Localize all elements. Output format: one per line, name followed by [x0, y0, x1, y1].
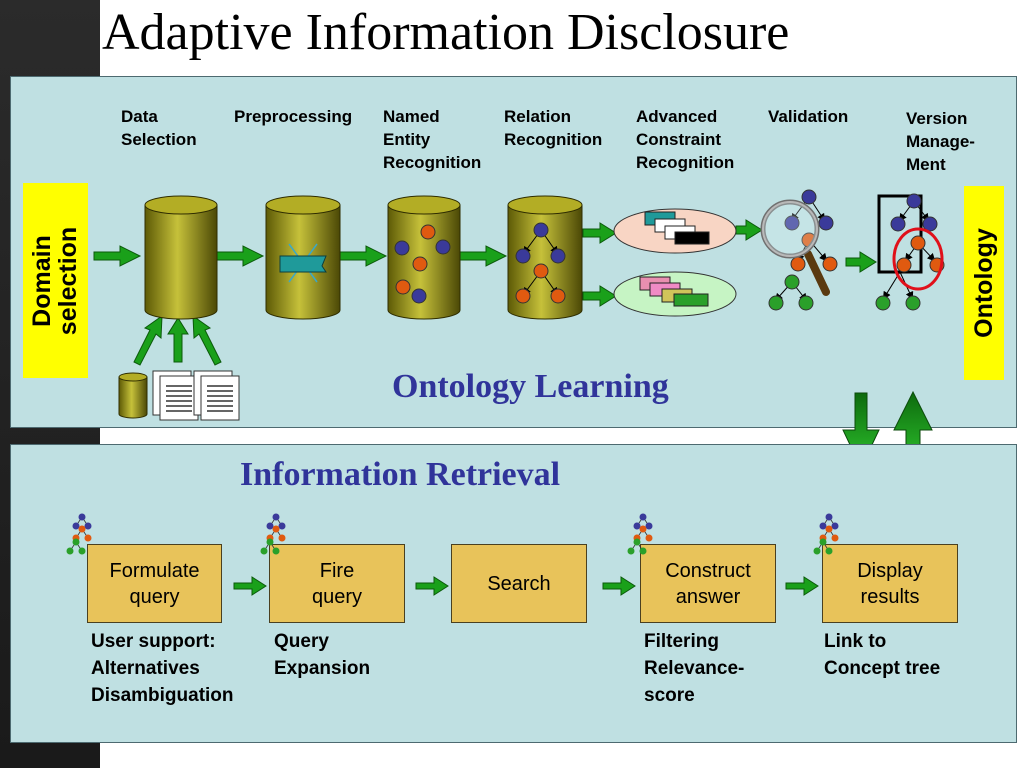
flow-arrow-icon [339, 245, 388, 267]
stage-label-advanced-constraint-recognition: Advanced Constraint Recognition [636, 107, 735, 172]
relation-cylinder-icon [507, 195, 583, 320]
constraint-cluster-icon [613, 271, 737, 317]
note-link-to-concept-tree: Link to Concept tree [824, 631, 941, 679]
named-entity-cylinder-icon [387, 195, 461, 320]
validation-tree-icon [768, 189, 838, 311]
concept-tree-icon [66, 513, 92, 555]
flow-arrow-icon [459, 245, 508, 267]
fire-query-box[interactable]: Fire query [269, 544, 405, 623]
concept-tree-icon [627, 513, 653, 555]
version-tree-icon [875, 193, 945, 311]
concept-tree-icon [260, 513, 286, 555]
stage-label-version-management: Version Manage- Ment [906, 109, 975, 174]
stage-label-data-selection: Data Selection [121, 107, 197, 149]
source-database-icon [118, 372, 148, 419]
domain-selection-bar: Domain selection [23, 183, 88, 378]
flow-arrow-icon [582, 222, 617, 244]
concept-tree-icon [813, 513, 839, 555]
flow-arrow-icon [216, 245, 265, 267]
magnifier-icon [760, 199, 830, 296]
flow-arrow-icon [93, 245, 142, 267]
document-stack-icon [193, 370, 240, 421]
note-user-support: User support: Alternatives Disambiguatio… [91, 631, 234, 706]
search-box[interactable]: Search [451, 544, 587, 623]
note-query-expansion: Query Expansion [274, 631, 371, 679]
note-filtering: Filtering Relevance- score [644, 631, 745, 706]
input-arrow-icon [133, 315, 163, 366]
formulate-query-box[interactable]: Formulate query [87, 544, 222, 623]
construct-answer-box[interactable]: Construct answer [640, 544, 776, 623]
information-retrieval-heading: Information Retrieval [240, 456, 561, 493]
flow-arrow-icon [785, 576, 819, 596]
flow-arrow-icon [415, 576, 449, 596]
stage-label-preprocessing: Preprocessing [234, 107, 353, 126]
stage-label-validation: Validation [768, 107, 849, 126]
ontology-bar: Ontology [964, 186, 1004, 380]
input-arrow-icon [167, 317, 189, 363]
document-stack-icon [152, 370, 199, 421]
constraint-cluster-icon [613, 208, 737, 254]
ontology-learning-heading: Ontology Learning [392, 368, 669, 405]
stage-label-relation-recognition: Relation Recognition [504, 107, 603, 149]
display-results-box[interactable]: Display results [822, 544, 958, 623]
flow-arrow-icon [845, 251, 877, 273]
flow-arrow-icon [602, 576, 636, 596]
preprocessing-cylinder-icon [265, 195, 341, 320]
stage-label-named-entity-recognition: Named Entity Recognition [383, 107, 482, 172]
input-arrow-icon [192, 315, 222, 366]
data-selection-cylinder-icon [144, 195, 218, 320]
slide-title: Adaptive Information Disclosure [102, 4, 790, 61]
flow-arrow-icon [582, 285, 617, 307]
flow-arrow-icon [735, 219, 763, 241]
flow-arrow-icon [233, 576, 267, 596]
